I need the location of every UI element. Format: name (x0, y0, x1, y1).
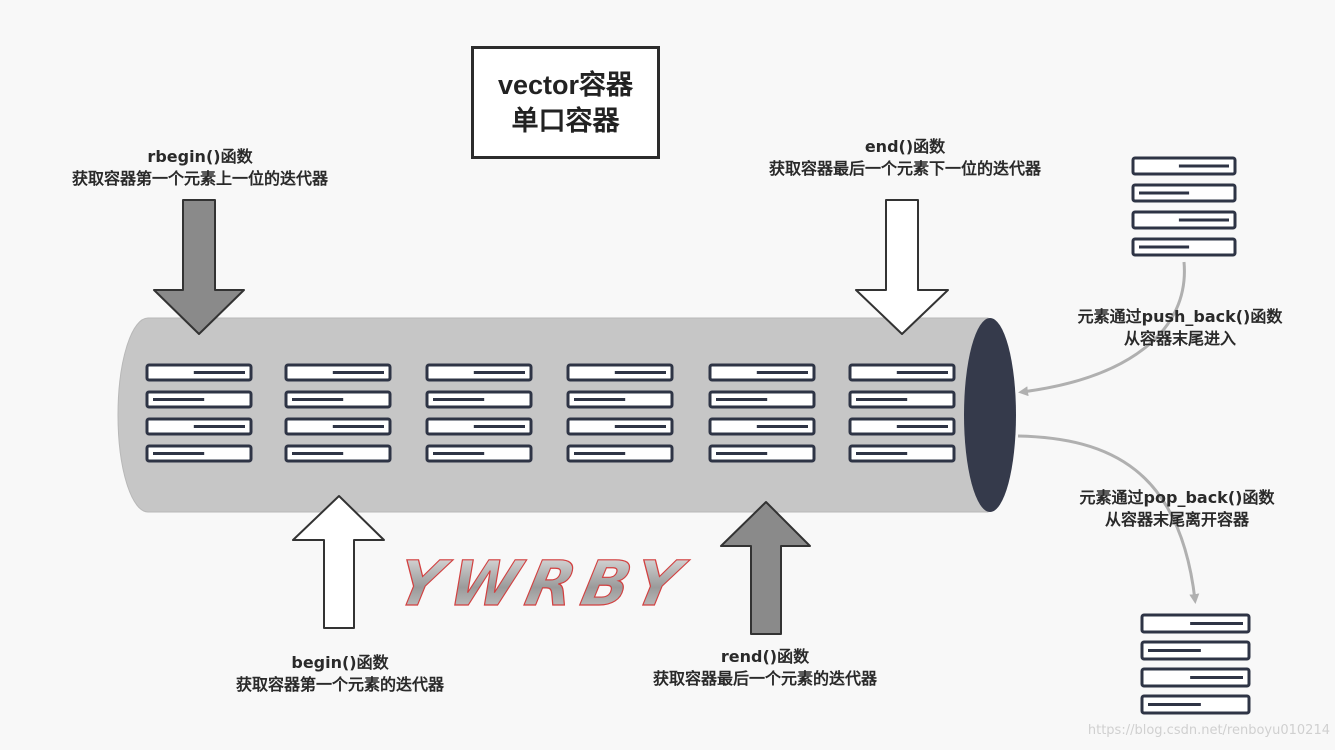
element-stacks (145, 363, 956, 463)
rend-arrow (720, 501, 811, 635)
tube-open-end (964, 318, 1016, 512)
push-back-label: 元素通过push_back()函数 从容器末尾进入 (1060, 306, 1300, 350)
element-stack-6 (848, 363, 956, 463)
element-stack-3 (425, 363, 533, 463)
element-stack-1 (145, 363, 253, 463)
end-label-title: end()函数 (864, 137, 946, 156)
rend-label: rend()函数 获取容器最后一个元素的迭代器 (615, 646, 915, 690)
begin-label-title: begin()函数 (291, 653, 389, 672)
title-line-2: 单口容器 (511, 105, 620, 136)
rbegin-label-title: rbegin()函数 (147, 147, 253, 166)
source-watermark: https://blog.csdn.net/renboyu010214 (1087, 723, 1330, 738)
container-tube (117, 317, 1016, 513)
end-arrow (855, 199, 949, 335)
external-stacks (1131, 156, 1251, 715)
title-line-1: vector容器 (497, 69, 634, 100)
end-label-desc: 获取容器最后一个元素下一位的迭代器 (768, 159, 1041, 178)
begin-label-desc: 获取容器第一个元素的迭代器 (235, 675, 444, 694)
pop-back-label-desc: 从容器末尾离开容器 (1104, 510, 1249, 529)
rbegin-label-desc: 获取容器第一个元素上一位的迭代器 (71, 169, 328, 188)
push-back-curve (1018, 261, 1186, 397)
begin-label: begin()函数 获取容器第一个元素的迭代器 (195, 652, 485, 696)
end-label: end()函数 获取容器最后一个元素下一位的迭代器 (735, 136, 1075, 180)
pop-back-stack (1140, 613, 1251, 715)
element-stack-4 (566, 363, 674, 463)
ywrby-watermark-logo: YWRBY (390, 548, 695, 620)
rbegin-arrow (153, 199, 245, 335)
rbegin-label: rbegin()函数 获取容器第一个元素上一位的迭代器 (50, 146, 350, 190)
push-back-label-title: 元素通过push_back()函数 (1077, 307, 1283, 326)
title-box: vector容器 单口容器 (471, 46, 660, 159)
begin-arrow (292, 495, 385, 629)
push-back-stack (1131, 156, 1237, 257)
pop-back-label-title: 元素通过pop_back()函数 (1079, 488, 1275, 507)
pop-back-label: 元素通过pop_back()函数 从容器末尾离开容器 (1062, 487, 1292, 531)
element-stack-5 (708, 363, 816, 463)
element-stack-2 (284, 363, 392, 463)
push-back-label-desc: 从容器末尾进入 (1123, 329, 1236, 348)
rend-label-title: rend()函数 (720, 647, 810, 666)
pop-back-curve (1017, 434, 1200, 604)
rend-label-desc: 获取容器最后一个元素的迭代器 (652, 669, 877, 688)
